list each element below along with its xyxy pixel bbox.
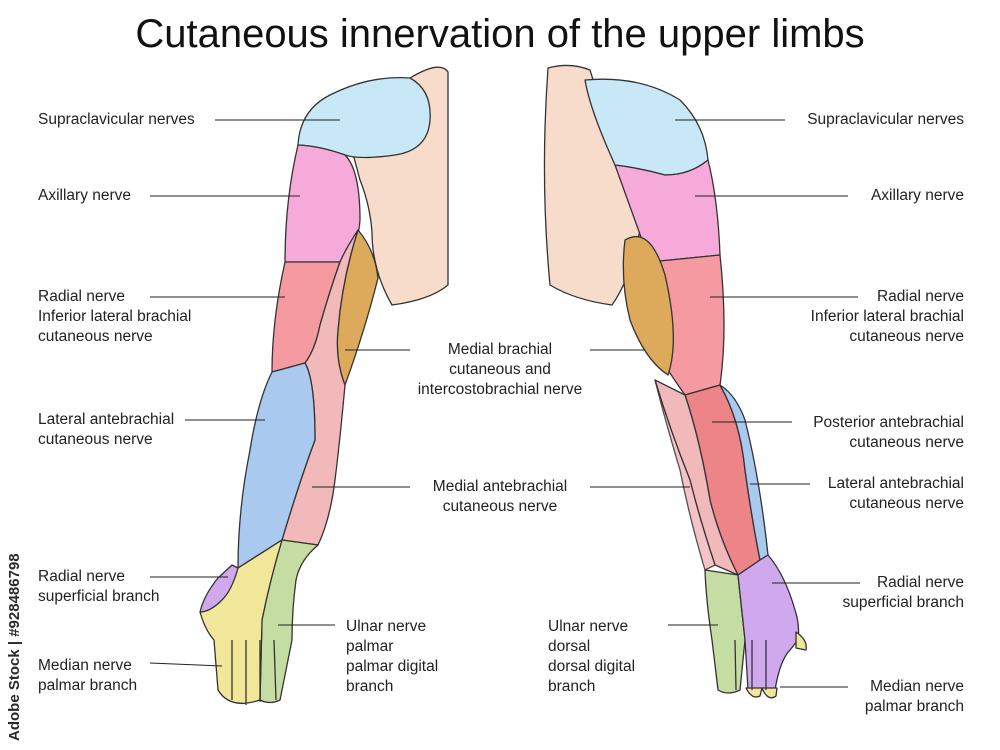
- label-line: Ulnar nerve: [548, 618, 629, 635]
- left-finger-line: [273, 639, 277, 701]
- label-line: branch: [346, 678, 394, 695]
- label-line: Lateral antebrachial: [827, 475, 964, 492]
- label-line: cutaneous nerve: [849, 328, 964, 345]
- label-line: intercostobrachial nerve: [417, 381, 583, 398]
- label-line: Supraclavicular nerves: [807, 111, 964, 128]
- label-right-ulnar-dorsal: Ulnar nerve dorsal dorsal digital branch: [548, 617, 635, 697]
- label-left-axillary: Axillary nerve: [38, 186, 131, 206]
- label-line: Inferior lateral brachial: [38, 308, 192, 325]
- right-medial-lower-region: [654, 379, 716, 571]
- label-right-radial-superficial: Radial nerve superficial branch: [843, 573, 964, 613]
- label-line: Inferior lateral brachial: [810, 308, 964, 325]
- label-right-axillary: Axillary nerve: [871, 186, 964, 206]
- label-line: cutaneous nerve: [849, 434, 964, 451]
- label-line: Axillary nerve: [38, 187, 132, 204]
- left-radial-superficial-region: [199, 564, 239, 613]
- label-right-supraclavicular: Supraclavicular nerves: [807, 110, 964, 130]
- diagram-title: Cutaneous innervation of the upper limbs: [135, 12, 865, 56]
- label-left-median-palmar: Median nerve palmar branch: [38, 656, 137, 696]
- right-median-fingertip-region: [745, 687, 763, 698]
- watermark: Adobe Stock | #928486798: [4, 505, 30, 745]
- label-left-radial: Radial nerve Inferior lateral brachial c…: [38, 287, 191, 347]
- label-line: cutaneous nerve: [38, 328, 153, 345]
- label-right-median-palmar: Median nerve palmar branch: [865, 677, 964, 717]
- label-line: Lateral antebrachial: [38, 411, 175, 428]
- label-right-posterior-antebrachial: Posterior antebrachial cutaneous nerve: [813, 413, 964, 453]
- label-left-radial-superficial: Radial nerve superficial branch: [38, 567, 159, 607]
- label-line: Median nerve: [38, 657, 132, 674]
- label-line: branch: [548, 678, 596, 695]
- right-torso-region: [543, 64, 641, 306]
- label-line: palmar branch: [38, 677, 138, 694]
- label-left-supraclavicular: Supraclavicular nerves: [38, 110, 195, 130]
- label-line: Radial nerve: [38, 568, 126, 585]
- right-axillary-region: [614, 159, 721, 263]
- label-line: palmar: [346, 638, 394, 655]
- label-line: Axillary nerve: [870, 187, 964, 204]
- label-right-radial: Radial nerve Inferior lateral brachial c…: [811, 287, 964, 347]
- left-supraclavicular-region: [297, 76, 431, 159]
- label-line: Radial nerve: [876, 288, 964, 305]
- label-line: Radial nerve: [38, 288, 126, 305]
- right-median-fingertip-region: [795, 631, 807, 651]
- label-left-lateral-antebrachial: Lateral antebrachial cutaneous nerve: [38, 410, 174, 450]
- label-line: dorsal: [548, 638, 591, 655]
- label-line: Supraclavicular nerves: [38, 111, 195, 128]
- label-line: Medial brachial: [447, 341, 553, 358]
- label-line: Posterior antebrachial: [813, 414, 964, 431]
- label-line: superficial branch: [842, 594, 964, 611]
- label-line: superficial branch: [38, 588, 160, 605]
- label-line: cutaneous nerve: [442, 498, 558, 515]
- label-line: dorsal digital: [548, 658, 636, 675]
- label-line: cutaneous and: [449, 361, 551, 378]
- right-medial-brachial-region: [622, 235, 674, 376]
- label-right-lateral-antebrachial: Lateral antebrachial cutaneous nerve: [828, 474, 964, 514]
- label-medial-antebrachial: Medial antebrachial cutaneous nerve: [400, 477, 600, 517]
- label-line: palmar branch: [864, 698, 964, 715]
- left-axillary-region: [284, 144, 361, 263]
- label-line: cutaneous nerve: [849, 495, 964, 512]
- right-radial-superficial-region: [737, 554, 800, 691]
- label-line: Medial antebrachial: [432, 478, 568, 495]
- leader-line: [149, 662, 223, 667]
- label-line: Median nerve: [870, 678, 964, 695]
- watermark-text: Adobe Stock | #928486798: [6, 553, 23, 741]
- label-line: Radial nerve: [876, 574, 964, 591]
- label-line: Ulnar nerve: [346, 618, 427, 635]
- label-line: cutaneous nerve: [38, 431, 153, 448]
- label-left-ulnar-palmar: Ulnar nerve palmar palmar digital branch: [346, 617, 438, 697]
- label-medial-brachial: Medial brachial cutaneous and intercosto…: [400, 340, 600, 400]
- right-finger-line: [734, 639, 737, 691]
- right-median-fingertip-region: [761, 687, 778, 699]
- label-line: palmar digital: [346, 658, 439, 675]
